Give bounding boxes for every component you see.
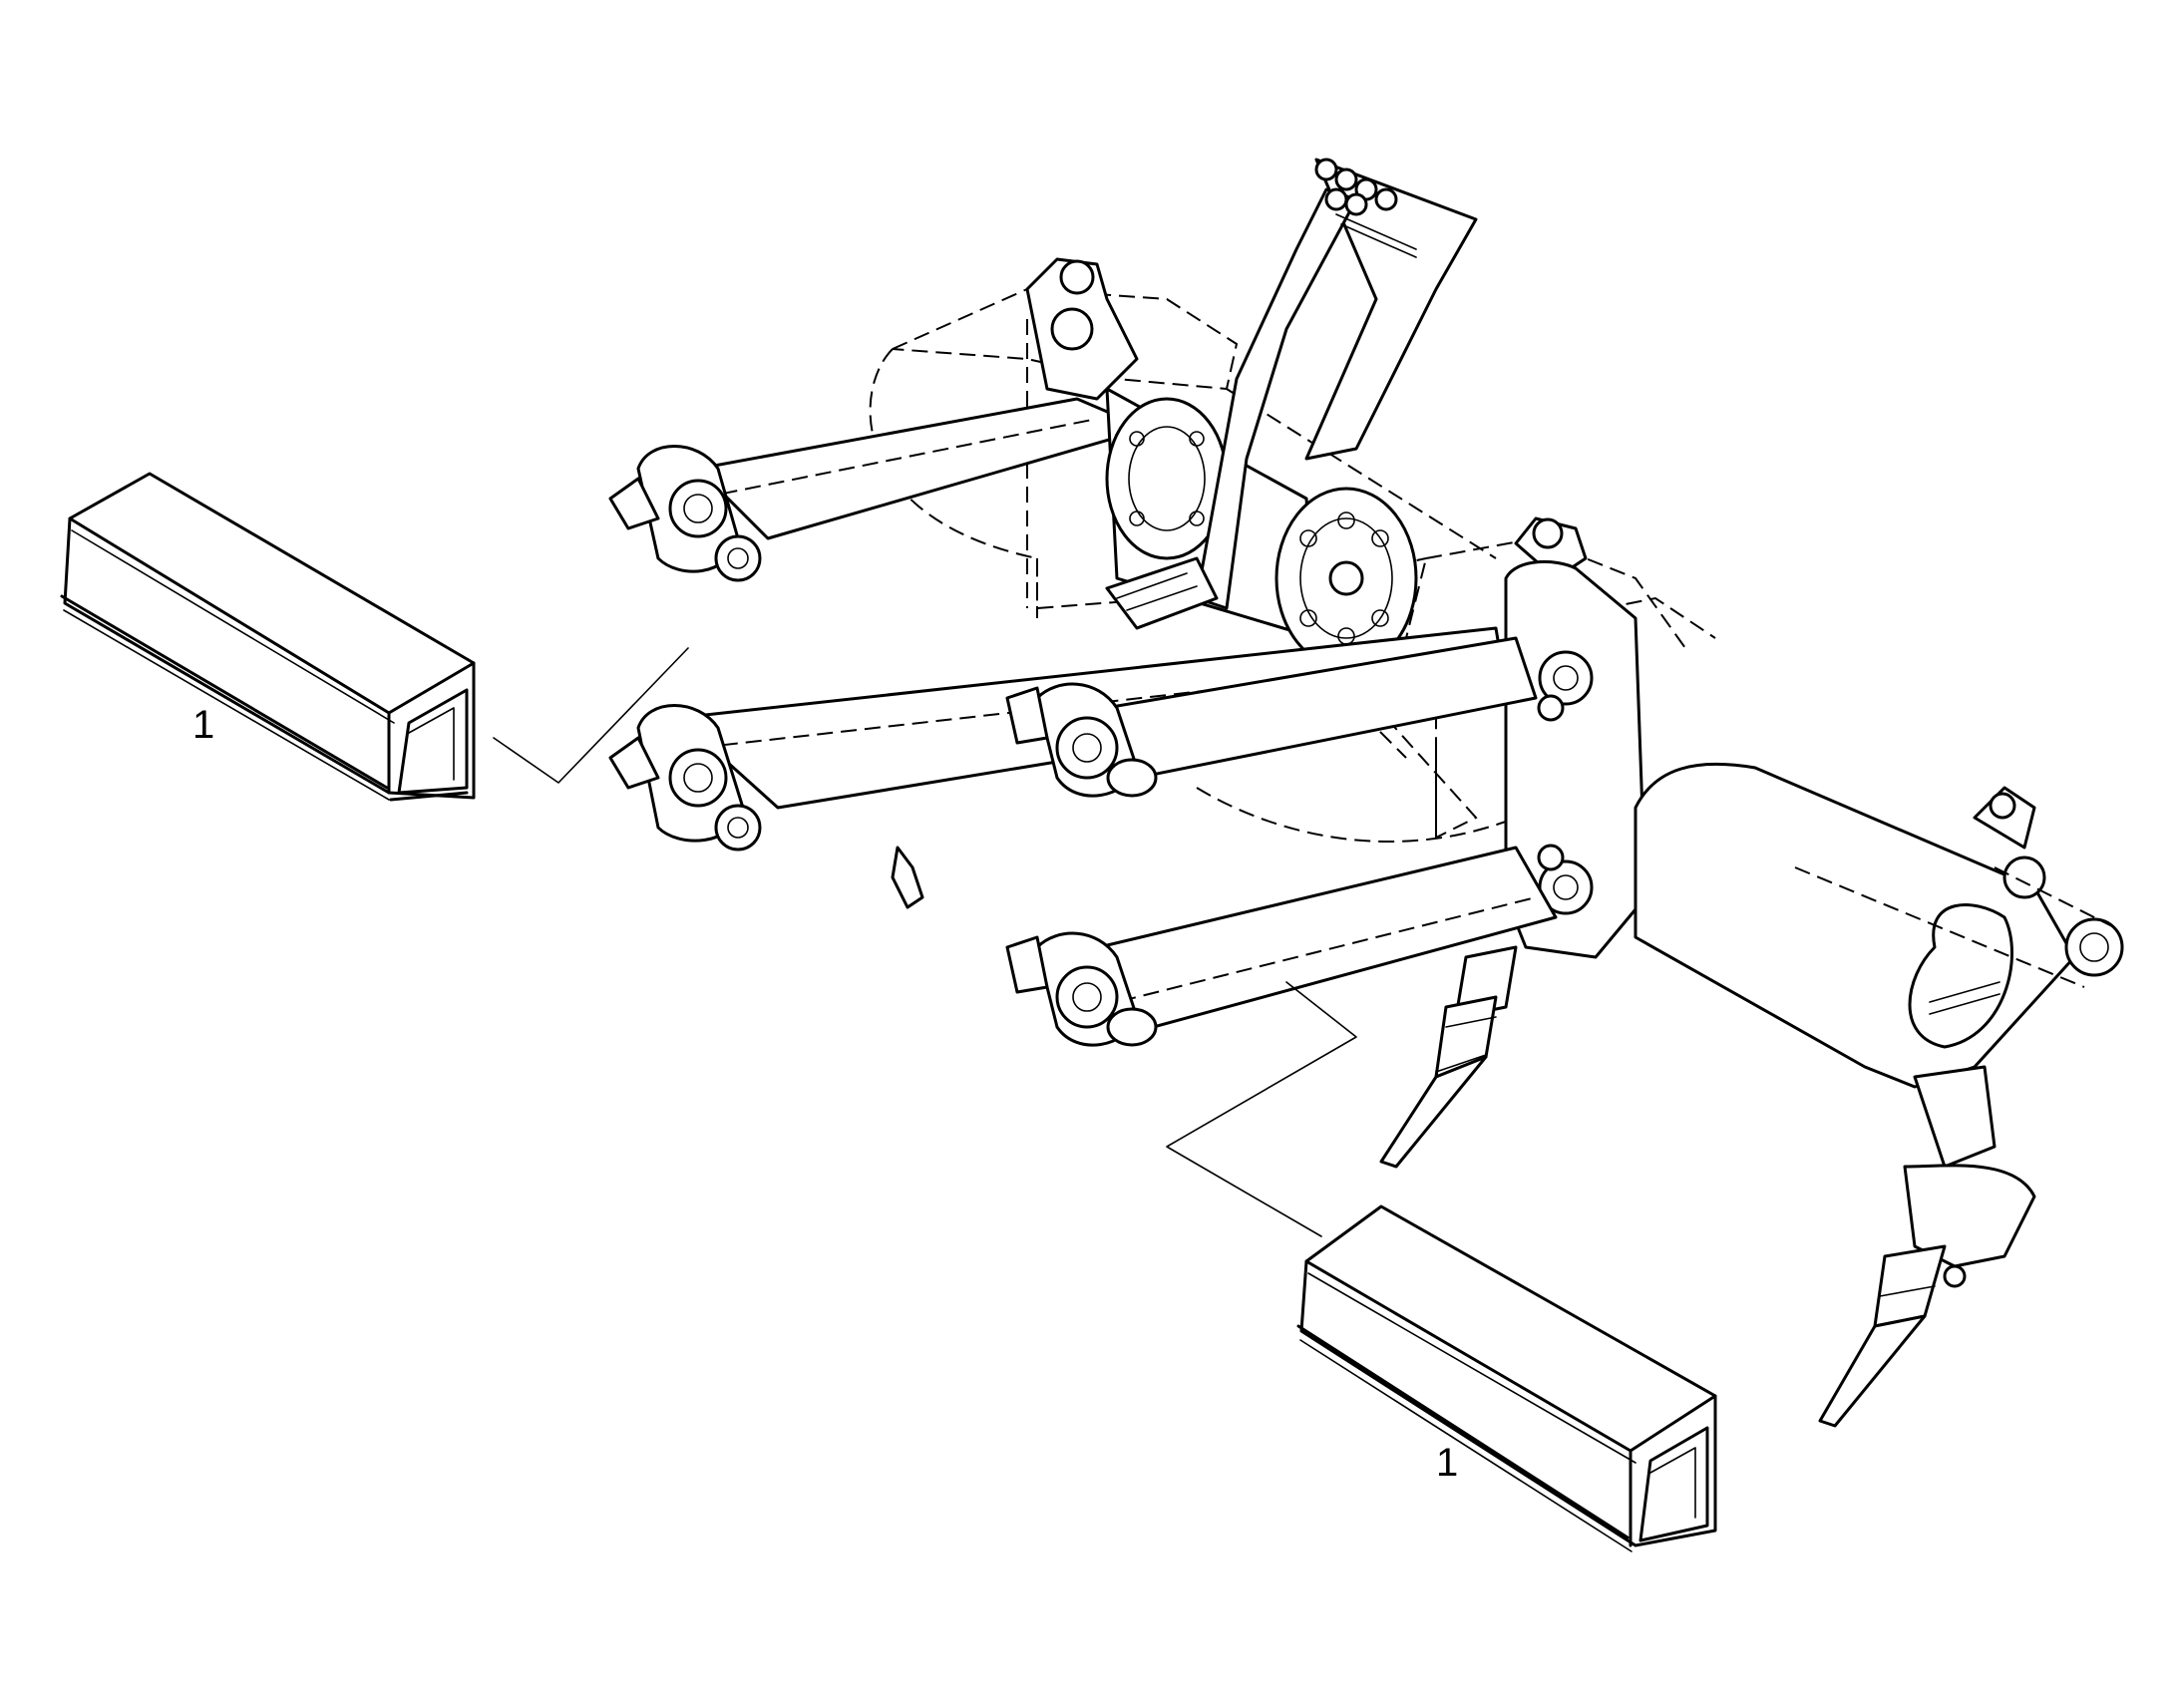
cover-part-1-left (60, 472, 476, 802)
callout-1b: 1 (1436, 1441, 1458, 1485)
right-crossbeam (1634, 762, 2124, 1089)
upper-left-link-arm (608, 397, 1149, 582)
upper-lug-bracket (1025, 257, 1588, 580)
leader-lines (493, 647, 1357, 1237)
middle-link-arm (1005, 636, 1538, 798)
lower-right-link-arm (1005, 846, 1558, 1047)
right-side-plate (1504, 559, 1647, 959)
ripper-shank-right (1818, 1065, 2036, 1428)
ripper-shank-left (1379, 945, 1518, 1169)
cover-part-1-right (1296, 1204, 1717, 1552)
center-hub-assembly (1105, 387, 1418, 670)
callout-1a: 1 (192, 703, 214, 747)
tilt-hose (1105, 158, 1478, 630)
